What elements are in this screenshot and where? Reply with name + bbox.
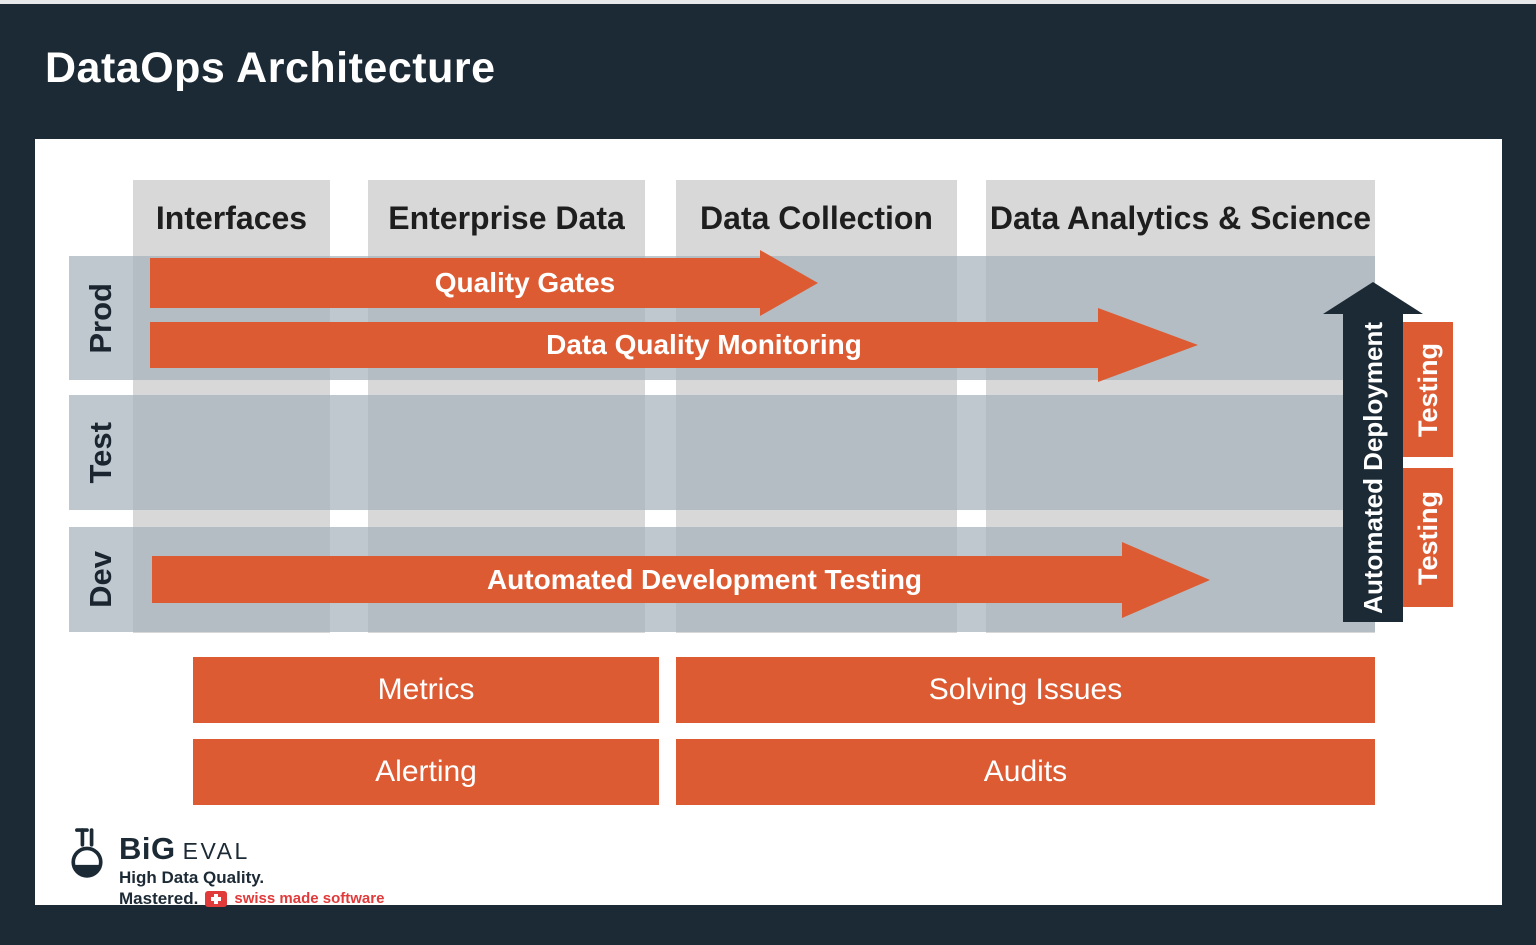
quality-gates-arrow: Quality Gates [150, 258, 760, 308]
testing-tag-bottom-label: Testing [1412, 490, 1443, 585]
top-edge-line [0, 0, 1536, 4]
page-title: DataOps Architecture [45, 44, 496, 92]
quality-gates-arrowhead-icon [760, 250, 818, 316]
column-header-interfaces: Interfaces [155, 199, 308, 236]
row-label-dev-text: Dev [83, 551, 118, 608]
row-label-prod: Prod [69, 256, 133, 380]
diagram-panel: Interfaces Enterprise Data Data Collecti… [35, 139, 1502, 908]
logo-brand: BiG EVAL [119, 831, 384, 867]
automated-deployment-label: Automated Deployment [1357, 321, 1388, 614]
column-header-data-collection: Data Collection [700, 199, 933, 236]
logo-brand-secondary: EVAL [182, 838, 250, 864]
audits-box: Audits [676, 739, 1375, 805]
row-band-test [69, 395, 1375, 510]
row-label-prod-text: Prod [83, 282, 118, 354]
data-quality-monitoring-arrowhead-icon [1098, 308, 1198, 382]
metrics-box: Metrics [193, 657, 659, 723]
bigeval-logo: BiG EVAL High Data Quality. Mastered. sw… [65, 825, 384, 909]
logo-tagline-line1: High Data Quality. [119, 868, 265, 887]
column-header-enterprise-data: Enterprise Data [388, 199, 625, 236]
swiss-flag-icon [205, 890, 228, 907]
automated-development-testing-arrow: Automated Development Testing [152, 556, 1122, 603]
logo-tagline-line2: Mastered. [119, 889, 199, 908]
testing-tag-top-label: Testing [1412, 342, 1443, 437]
automated-development-testing-arrowhead-icon [1122, 542, 1210, 618]
row-label-dev: Dev [69, 527, 133, 632]
alerting-box: Alerting [193, 739, 659, 805]
automated-deployment-arrowhead-icon [1323, 282, 1423, 314]
automated-deployment-arrow: Automated Deployment [1343, 313, 1403, 622]
solving-issues-box: Solving Issues [676, 657, 1375, 723]
testing-tag-top: Testing [1403, 322, 1453, 457]
logo-brand-primary: BiG [119, 831, 176, 866]
swiss-made-software-label: swiss made software [234, 890, 385, 907]
logo-text-block: BiG EVAL High Data Quality. Mastered. sw… [119, 825, 384, 909]
data-quality-monitoring-arrow: Data Quality Monitoring [150, 322, 1098, 368]
row-label-test-text: Test [83, 421, 118, 484]
column-header-data-analytics: Data Analytics & Science [989, 199, 1372, 236]
logo-tagline-row: Mastered. swiss made software [119, 888, 384, 909]
testing-tag-bottom: Testing [1403, 468, 1453, 607]
flask-icon [65, 825, 109, 886]
row-label-test: Test [69, 395, 133, 510]
